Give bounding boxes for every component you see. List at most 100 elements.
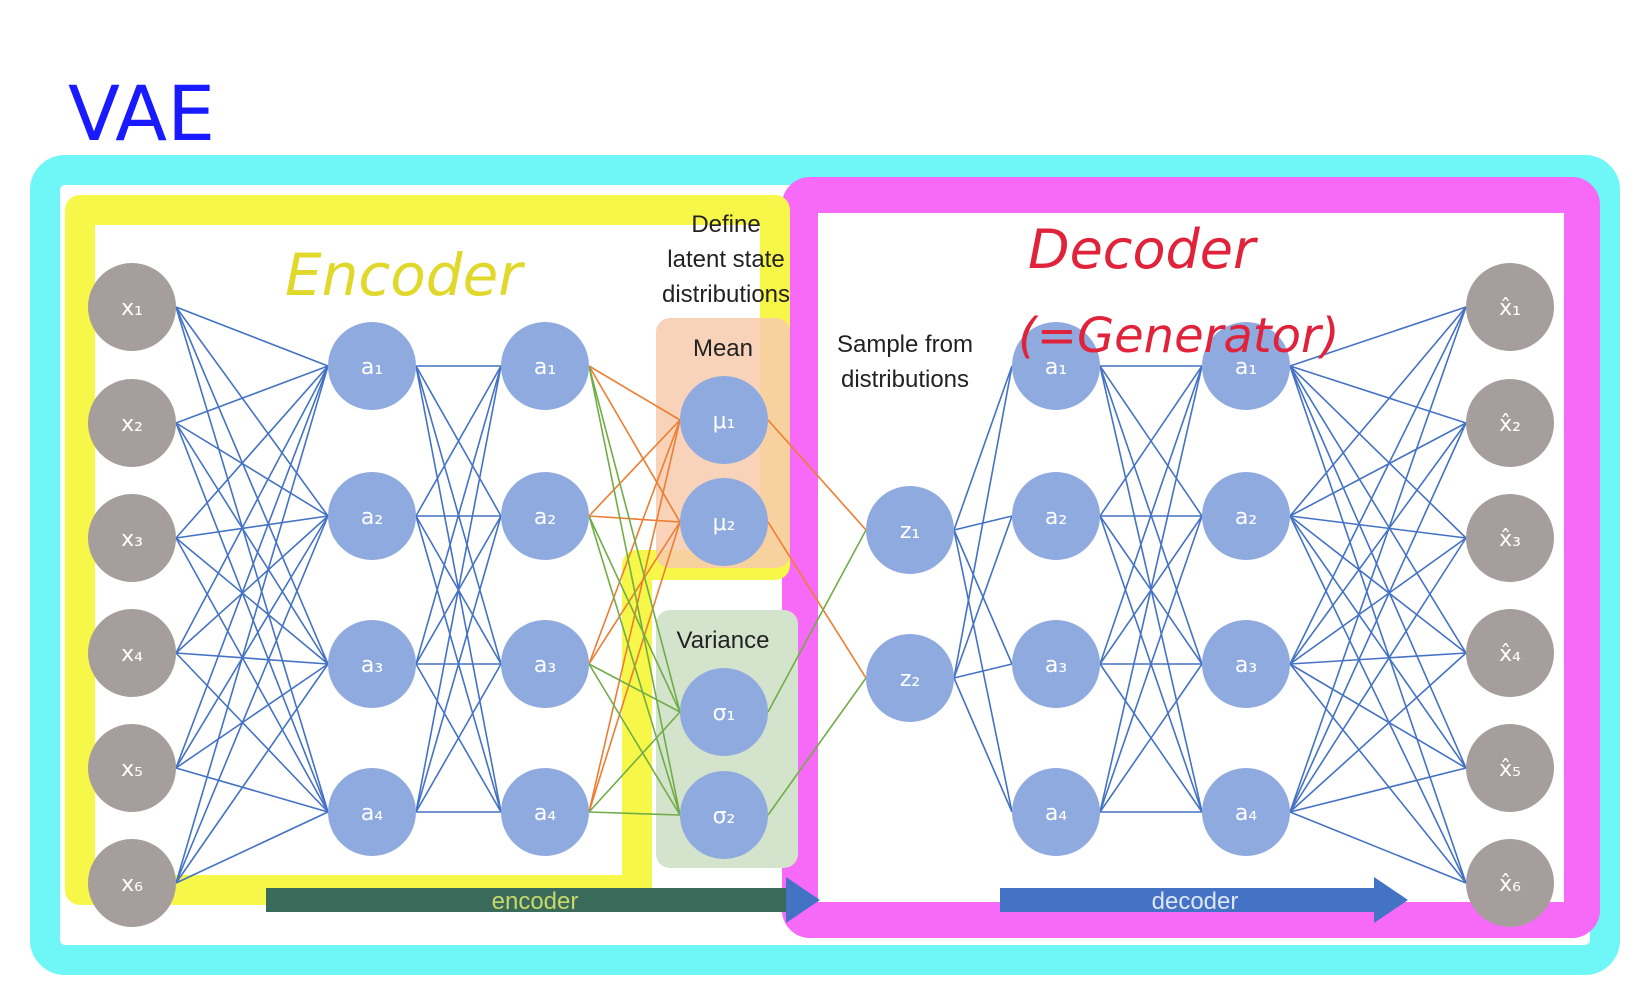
- z-node-label: z₁: [900, 519, 920, 544]
- enc2-node-label: a₂: [534, 505, 556, 530]
- input-node-label: x₄: [121, 642, 143, 667]
- output-node-circle: [1466, 609, 1554, 697]
- input-node-circle: [88, 494, 176, 582]
- dec2-output-edge: [1289, 652, 1467, 813]
- dec2-node: a₂: [1202, 472, 1290, 560]
- dec2-node-label: a₃: [1235, 653, 1257, 678]
- enc1-node-label: a₁: [361, 355, 383, 380]
- sigma-node: σ₁: [680, 668, 768, 756]
- input-node-circle: [88, 839, 176, 927]
- enc2-mu-edge: [588, 365, 681, 421]
- output-node: x̂₆: [1466, 839, 1554, 927]
- sigma-node-label: σ₂: [713, 804, 736, 829]
- dec2-output-edge: [1289, 515, 1467, 654]
- output-node-label: x̂₅: [1499, 757, 1521, 782]
- output-node-circle: [1466, 379, 1554, 467]
- edges: [175, 306, 1467, 884]
- input-enc1-edge: [175, 515, 329, 769]
- input-enc1-edge: [175, 365, 329, 769]
- input-enc1-edge: [175, 422, 329, 665]
- mu-z-edge: [767, 521, 867, 679]
- z-node-label: z₂: [900, 667, 920, 692]
- enc1-node: a₂: [328, 472, 416, 560]
- z-dec1-edge: [953, 663, 1013, 679]
- variance-label: Variance: [677, 627, 770, 654]
- encoder-arrow-label: encoder: [492, 888, 579, 915]
- decoder-annotation: Decoder: [1028, 218, 1258, 281]
- input-enc1-edge: [175, 365, 329, 539]
- dec1-dec2-edge: [1099, 365, 1203, 665]
- output-node: x̂₁: [1466, 263, 1554, 351]
- input-node: x₁: [88, 263, 176, 351]
- input-enc1-edge: [175, 422, 329, 517]
- enc1-enc2-edge: [415, 515, 502, 813]
- z-node-circle: [866, 634, 954, 722]
- output-node-label: x̂₁: [1499, 296, 1521, 321]
- define-label-line2: latent state: [667, 246, 784, 273]
- enc1-node-label: a₄: [361, 801, 383, 826]
- dec2-node-label: a₄: [1235, 801, 1257, 826]
- enc2-node-label: a₁: [534, 355, 556, 380]
- enc1-node: a₄: [328, 768, 416, 856]
- dec2-output-edge: [1289, 652, 1467, 665]
- input-node-label: x₆: [121, 872, 143, 897]
- encoder-arrow: encoder: [266, 877, 820, 923]
- decoder-arrow-head: [1374, 877, 1408, 923]
- sigma-node-circle: [680, 771, 768, 859]
- dec2-node: a₄: [1202, 768, 1290, 856]
- enc2-sigma-edge: [588, 711, 681, 813]
- output-node: x̂₄: [1466, 609, 1554, 697]
- input-node: x₃: [88, 494, 176, 582]
- dec2-output-edge: [1289, 365, 1467, 884]
- input-node: x₆: [88, 839, 176, 927]
- output-node-circle: [1466, 494, 1554, 582]
- define-label-line3: distributions: [662, 281, 790, 308]
- dec1-node-label: a₂: [1045, 505, 1067, 530]
- enc2-sigma-edge: [588, 663, 681, 713]
- sample-label-line2: distributions: [841, 366, 969, 393]
- decoder-arrow-shaft: [1000, 888, 1374, 912]
- input-enc1-edge: [175, 306, 329, 367]
- input-node-circle: [88, 263, 176, 351]
- enc1-enc2-edge: [415, 365, 502, 665]
- enc2-sigma-edge: [588, 365, 681, 713]
- input-enc1-edge: [175, 652, 329, 665]
- input-enc1-edge: [175, 515, 329, 884]
- enc1-node: a₃: [328, 620, 416, 708]
- generator-annotation: (=Generator): [1018, 308, 1339, 364]
- dec1-node: a₂: [1012, 472, 1100, 560]
- enc1-enc2-edge: [415, 365, 502, 813]
- z-node: z₁: [866, 486, 954, 574]
- input-enc1-edge: [175, 515, 329, 654]
- encoder-arrow-shaft: [266, 888, 786, 912]
- dec2-output-edge: [1289, 365, 1467, 654]
- nodes: x₁x₂x₃x₄x₅x₆a₁a₂a₃a₄a₁a₂a₃a₄μ₁μ₂σ₁σ₂z₁z₂…: [88, 263, 1554, 927]
- enc2-node: a₂: [501, 472, 589, 560]
- sigma-z-edge: [767, 529, 867, 713]
- sigma-z-edge: [767, 677, 867, 816]
- enc2-node-circle: [501, 472, 589, 560]
- input-node: x₅: [88, 724, 176, 812]
- input-enc1-edge: [175, 365, 329, 654]
- enc2-mu-edge: [588, 419, 681, 813]
- dec2-output-edge: [1289, 365, 1467, 769]
- encoder-arrow-head: [786, 877, 820, 923]
- input-node: x₄: [88, 609, 176, 697]
- dec2-node-circle: [1202, 472, 1290, 560]
- output-node-label: x̂₄: [1499, 642, 1521, 667]
- encoder-annotation: Encoder: [285, 241, 525, 309]
- dec1-node-circle: [1012, 768, 1100, 856]
- enc2-sigma-edge: [588, 515, 681, 816]
- dec2-output-edge: [1289, 767, 1467, 813]
- output-node-label: x̂₃: [1499, 527, 1521, 552]
- z-dec1-edge: [953, 515, 1013, 679]
- dec1-dec2-edge: [1099, 365, 1203, 813]
- input-node-circle: [88, 724, 176, 812]
- mu-node-label: μ₁: [713, 409, 736, 434]
- enc2-node-label: a₃: [534, 653, 556, 678]
- input-enc1-edge: [175, 663, 329, 769]
- dec2-output-edge: [1289, 663, 1467, 769]
- output-node-circle: [1466, 263, 1554, 351]
- decoder-arrow: decoder: [1000, 877, 1408, 923]
- enc2-mu-edge: [588, 419, 681, 517]
